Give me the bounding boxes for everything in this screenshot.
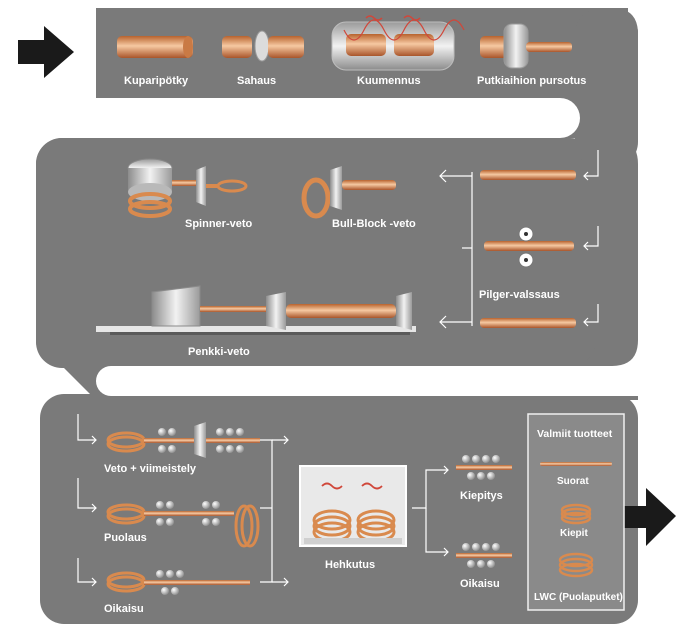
exit-arrow-icon: [620, 488, 676, 546]
right-branch-flow-lines: [412, 465, 449, 557]
kuparipotky-illustration: [117, 36, 193, 58]
hehkutus-illustration: [299, 465, 407, 547]
label-bull-block-veto: Bull-Block -veto: [332, 218, 416, 230]
label-pilger-valssaus: Pilger-valssaus: [479, 289, 560, 301]
entry-arrow-icon: [18, 26, 74, 78]
label-oikaisu-right: Oikaisu: [460, 578, 500, 590]
oikaisu-right-illustration: [456, 543, 512, 568]
finished-products-title: Valmiit tuotteet: [537, 428, 613, 440]
putkiaihion-pursotus-illustration: [480, 23, 572, 69]
finished-products-kiepit: Kiepit: [560, 528, 588, 539]
label-sahaus: Sahaus: [237, 75, 276, 87]
label-spinner-veto: Spinner-veto: [185, 218, 253, 230]
label-oikaisu-left: Oikaisu: [104, 603, 144, 615]
sahaus-illustration: [222, 30, 304, 62]
spinner-veto-illustration: [127, 158, 248, 218]
kuumennus-illustration: [331, 15, 465, 71]
pilger-flow-lines: [439, 150, 599, 329]
left-branch-flow-lines: [77, 414, 289, 587]
kiepitys-illustration: [456, 455, 512, 480]
label-puolaus: Puolaus: [104, 532, 147, 544]
label-penkki-veto: Penkki-veto: [188, 346, 250, 358]
band-gap-top: [20, 98, 580, 138]
label-veto-viimeistely: Veto + viimeistely: [104, 463, 197, 475]
finished-products-box: [527, 413, 625, 611]
finished-products-lwc: LWC (Puolaputket): [534, 592, 623, 603]
oikaisu-left-illustration: [106, 570, 250, 595]
label-hehkutus: Hehkutus: [325, 559, 375, 571]
label-kuumennus: Kuumennus: [357, 75, 421, 87]
band-gap-mid: [96, 366, 656, 396]
finished-products-suorat: Suorat: [557, 476, 589, 487]
label-putkiaihion-pursotus: Putkiaihion pursotus: [477, 75, 586, 87]
label-kiepitys: Kiepitys: [460, 490, 503, 502]
pilger-valssaus-illustration: [480, 170, 576, 328]
penkki-veto-illustration: [96, 285, 416, 335]
veto-viimeistely-illustration: [106, 422, 260, 458]
bull-block-veto-illustration: [301, 166, 396, 219]
label-kuparipotky: Kuparipötky: [124, 75, 189, 87]
puolaus-illustration: [106, 501, 260, 548]
